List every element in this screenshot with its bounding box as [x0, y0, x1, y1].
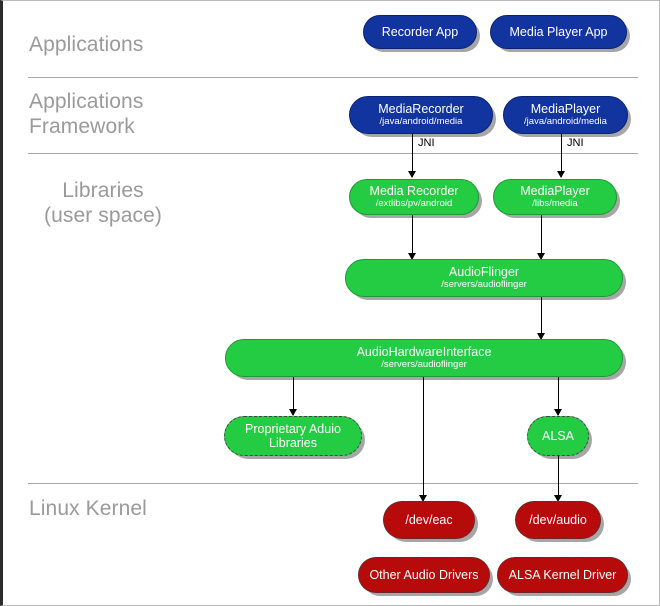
arrowhead-alsa-to-dev-audio	[554, 495, 562, 502]
connector-alsa-to-dev-audio	[558, 456, 559, 500]
connector-media-recorder-to-audioflinger	[412, 215, 413, 259]
divider-applications-bottom	[28, 77, 638, 78]
node-recorder-app[interactable]: Recorder App	[363, 15, 477, 49]
layer-label-libraries: Libraries (user space)	[44, 179, 162, 227]
node-media-recorder-framework[interactable]: MediaRecorder /java/android/media	[349, 96, 493, 134]
divider-libraries-bottom	[28, 483, 638, 484]
node-subtitle: /libs/media	[532, 198, 578, 210]
arrowhead-audioflinger-to-hardware-interface	[537, 333, 545, 340]
node-title: Other Audio Drivers	[369, 568, 479, 582]
layer-label-linux-kernel: Linux Kernel	[29, 497, 147, 520]
node-title: /dev/audio	[529, 513, 587, 527]
divider-framework-bottom	[28, 153, 638, 154]
node-title: MediaRecorder	[378, 102, 464, 117]
node-title: /dev/eac	[405, 513, 453, 527]
node-title: MediaPlayer	[520, 184, 590, 199]
edge-label-jni-right: JNI	[567, 137, 584, 149]
node-title: Recorder App	[381, 25, 459, 39]
node-title: MediaPlayer	[530, 102, 601, 117]
arrowhead-hardware-interface-to-proprietary-libs	[289, 409, 297, 416]
node-audio-hardware-interface[interactable]: AudioHardwareInterface /servers/audiofli…	[225, 339, 623, 377]
node-subtitle: /servers/audioflinger	[441, 279, 527, 291]
node-title: Proprietary Aduio	[245, 422, 341, 436]
layer-label-applications: Applications	[29, 33, 144, 56]
arrowhead-media-player-to-audioflinger	[537, 253, 545, 260]
connector-hardware-interface-to-dev-eac	[423, 377, 424, 500]
connector-media-player-jni	[561, 134, 562, 177]
layer-label-applications-framework: Applications Framework	[29, 90, 144, 138]
node-title: Media Player App	[509, 25, 608, 39]
node-alsa-kernel-driver[interactable]: ALSA Kernel Driver	[497, 557, 628, 593]
node-subtitle: Libraries	[269, 436, 317, 450]
node-other-audio-drivers[interactable]: Other Audio Drivers	[358, 557, 490, 593]
node-media-recorder-library[interactable]: Media Recorder /extlibs/pv/android	[349, 179, 479, 215]
node-dev-eac[interactable]: /dev/eac	[383, 501, 475, 539]
node-media-player-app[interactable]: Media Player App	[490, 15, 627, 49]
connector-hardware-interface-to-proprietary-libs	[293, 377, 294, 415]
connector-media-recorder-jni	[412, 134, 413, 177]
arrowhead-hardware-interface-to-dev-eac	[419, 495, 427, 502]
node-title: AudioFlinger	[448, 265, 520, 280]
node-title: ALSA	[542, 429, 574, 443]
node-media-player-library[interactable]: MediaPlayer /libs/media	[493, 179, 617, 215]
node-proprietary-audio-libraries[interactable]: Proprietary Aduio Libraries	[224, 416, 362, 456]
edge-label-jni-left: JNI	[418, 137, 435, 149]
arrowhead-media-recorder-to-audioflinger	[408, 253, 416, 260]
node-title: ALSA Kernel Driver	[508, 568, 617, 582]
node-subtitle: /java/android/media	[379, 116, 463, 128]
arrowhead-media-player-jni	[557, 171, 565, 178]
connector-hardware-interface-to-alsa	[558, 377, 559, 415]
node-audio-flinger[interactable]: AudioFlinger /servers/audioflinger	[345, 259, 623, 297]
node-media-player-framework[interactable]: MediaPlayer /java/android/media	[503, 96, 628, 134]
node-alsa[interactable]: ALSA	[527, 416, 589, 456]
node-title: AudioHardwareInterface	[356, 345, 492, 360]
connector-audioflinger-to-hardware-interface	[541, 297, 542, 339]
node-subtitle: /extlibs/pv/android	[375, 198, 453, 210]
node-title: Media Recorder	[369, 184, 459, 199]
connector-media-player-to-audioflinger	[541, 215, 542, 259]
arrowhead-hardware-interface-to-alsa	[554, 409, 562, 416]
node-dev-audio[interactable]: /dev/audio	[515, 501, 601, 539]
node-subtitle: /servers/audioflinger	[381, 359, 467, 371]
arrowhead-media-recorder-jni	[408, 171, 416, 178]
node-subtitle: /java/android/media	[524, 116, 607, 128]
